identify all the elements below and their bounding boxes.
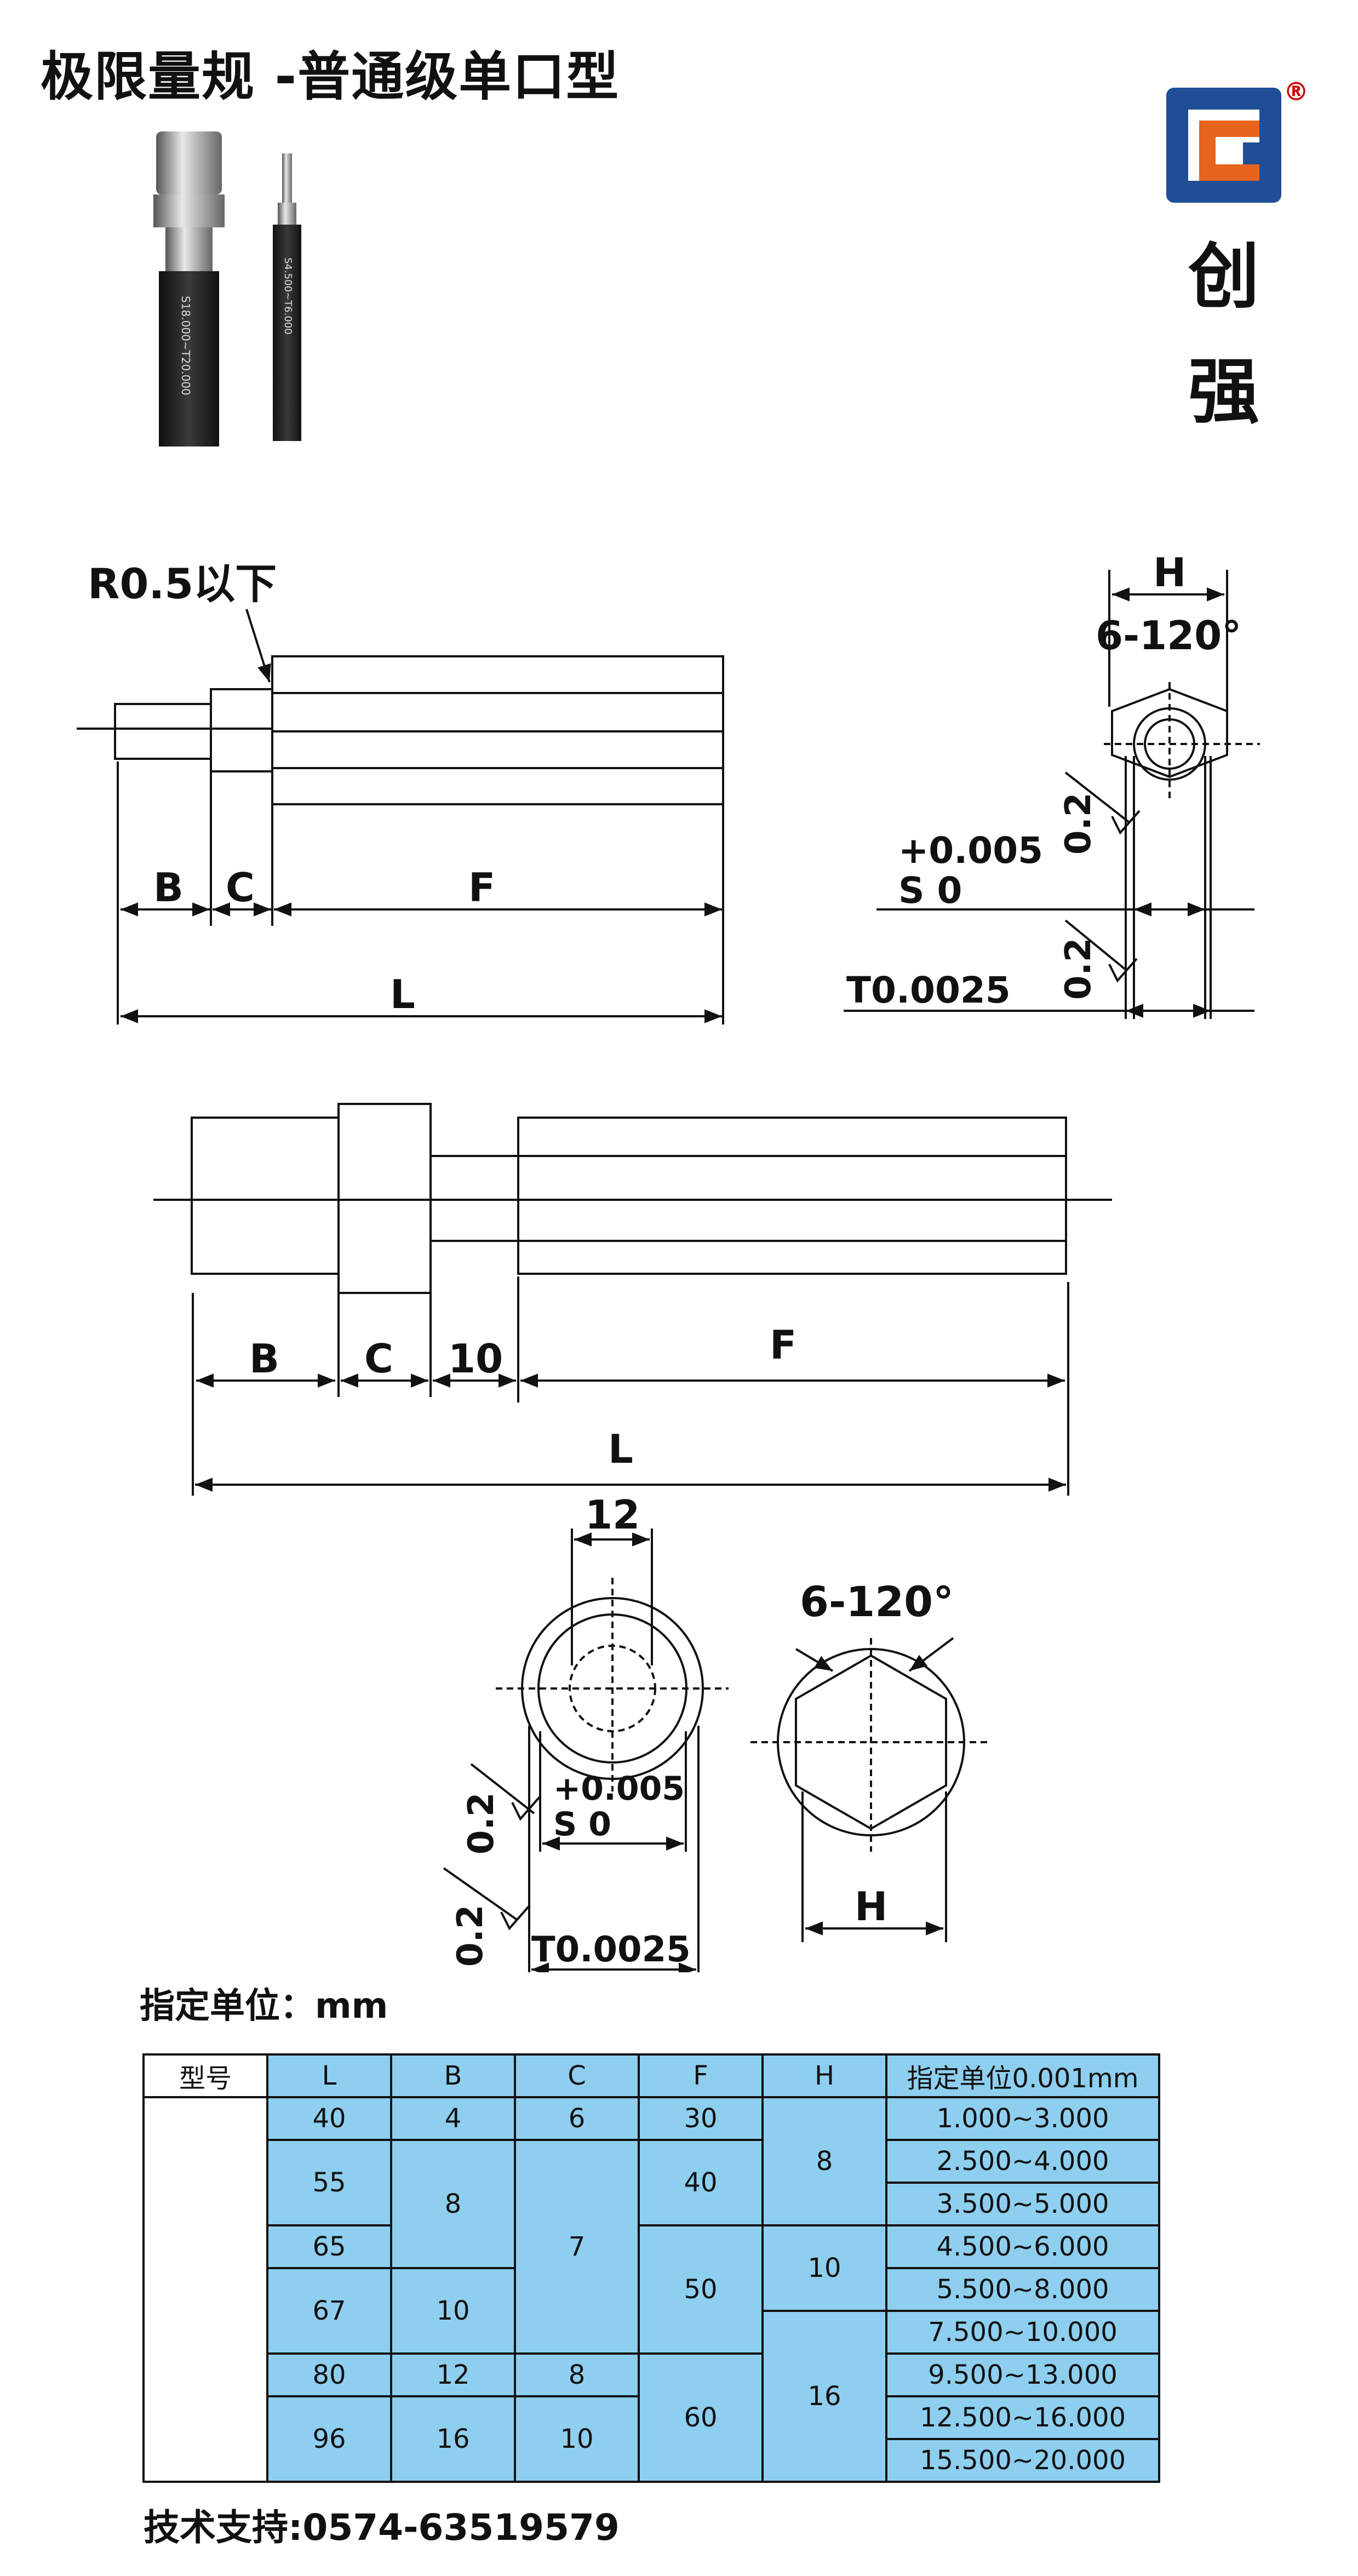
- table-row: 67 10 5.500~8.000: [144, 2267, 1160, 2355]
- table-header-row: 型号 L B C F H 指定单位0.001mm: [142, 2053, 1160, 2098]
- cell-range: 12.500~16.000: [885, 2395, 1160, 2440]
- d1-tol-t: T0.0025: [846, 969, 1011, 1011]
- header-l: L: [266, 2053, 392, 2098]
- cell-f: 60: [638, 2352, 764, 2483]
- model-cell: [142, 2096, 268, 2483]
- d1-f: F: [468, 865, 495, 911]
- cell-range: 1.000~3.000: [885, 2096, 1160, 2141]
- gauge-left-text: S18.000~T20.000: [179, 296, 192, 396]
- tech-support: 技术支持:0574-63519579: [144, 2506, 620, 2549]
- cell-range: 5.500~8.000: [885, 2267, 1160, 2312]
- spec-table: 型号 L B C F H 指定单位0.001mm 40 4 6 30 8 1.0…: [142, 2053, 1160, 2483]
- cell-h: 16: [761, 2310, 887, 2483]
- brand-block: ® 创 强: [1155, 77, 1309, 433]
- d2-angle: 6-120°: [800, 1577, 954, 1626]
- cell-range: 15.500~20.000: [885, 2438, 1160, 2483]
- table-row: 55 8 7 40 2.500~4.000: [144, 2139, 1160, 2355]
- cell-c: 8: [514, 2352, 640, 2397]
- table-row: 16 7.500~10.000: [144, 2310, 1160, 2483]
- cell-b: 12: [390, 2352, 516, 2397]
- table-row: 3.500~5.000: [144, 2182, 1160, 2226]
- brand-char-1: 创: [1188, 235, 1259, 318]
- cell-b: 10: [390, 2267, 516, 2355]
- cell-l: 65: [266, 2224, 392, 2269]
- d2-tol-t: T0.0025: [531, 1930, 691, 1970]
- d1-tol-s: S 0: [898, 869, 962, 912]
- d1-tol-plus: +0.005: [898, 829, 1043, 872]
- d2-tol-s: S 0: [553, 1805, 611, 1844]
- table-row: 80 12 8 60 9.500~13.000: [144, 2352, 1160, 2483]
- d2-ten: 10: [448, 1336, 503, 1382]
- cell-range: 7.500~10.000: [885, 2310, 1160, 2355]
- cell-b: 16: [390, 2395, 516, 2483]
- d1-h: H: [1153, 549, 1186, 596]
- brand-logo: ®: [1161, 77, 1309, 208]
- cell-l: 40: [266, 2096, 392, 2141]
- header-b: B: [390, 2053, 516, 2098]
- d2-rough2: 0.2: [450, 1905, 491, 1967]
- header-h: H: [761, 2053, 887, 2098]
- d2-c: C: [364, 1336, 393, 1382]
- table-row: 40 4 6 30 8 1.000~3.000: [142, 2096, 1160, 2483]
- gauge-right-text: S4.500~T6.000: [282, 257, 294, 335]
- unit-label: 指定单位：mm: [140, 1986, 388, 2027]
- header-f: F: [638, 2053, 764, 2098]
- table-row: 96 16 10 12.500~16.000: [144, 2395, 1160, 2483]
- brand-char-2: 强: [1188, 350, 1259, 433]
- cell-range: 2.500~4.000: [885, 2139, 1160, 2184]
- product-photo: S18.000~T20.000 S4.500~T6.000: [153, 131, 318, 449]
- d2-rough1: 0.2: [461, 1793, 502, 1854]
- technical-drawing: R0.5以下 B C F L H 6-120° 0.2 0.2 +0.005 S…: [77, 549, 1260, 1972]
- d2-tol-plus: +0.005: [553, 1770, 685, 1808]
- d2-f: F: [770, 1322, 797, 1368]
- header-model: 型号: [142, 2053, 268, 2098]
- table-row: 65 50 10 4.500~6.000: [144, 2224, 1160, 2355]
- d1-c: C: [226, 865, 255, 911]
- cell-c: 7: [514, 2139, 640, 2355]
- cell-h: 8: [761, 2096, 887, 2226]
- cell-c: 6: [514, 2096, 640, 2141]
- header-c: C: [514, 2053, 640, 2098]
- d1-l: L: [390, 971, 415, 1017]
- d2-twelve: 12: [585, 1492, 640, 1538]
- registered-mark: ®: [1283, 77, 1309, 106]
- d2-l: L: [608, 1426, 633, 1472]
- cell-l: 80: [266, 2352, 392, 2397]
- cell-c: 10: [514, 2395, 640, 2483]
- cell-f: 50: [638, 2224, 764, 2355]
- cell-b: 8: [390, 2139, 516, 2269]
- d1-angle: 6-120°: [1096, 612, 1241, 659]
- cell-f: 30: [638, 2096, 764, 2141]
- d1-b: B: [153, 865, 184, 911]
- d1-rough2: 0.2: [1058, 938, 1099, 1000]
- header-range: 指定单位0.001mm: [885, 2053, 1160, 2098]
- cell-b: 4: [390, 2096, 516, 2141]
- d2-b: B: [249, 1336, 279, 1382]
- cell-l: 55: [266, 2139, 392, 2226]
- cell-l: 96: [266, 2395, 392, 2483]
- d1-rough1: 0.2: [1058, 793, 1099, 855]
- d2-h: H: [855, 1884, 887, 1930]
- cell-range: 9.500~13.000: [885, 2352, 1160, 2397]
- cell-range: 3.500~5.000: [885, 2182, 1160, 2226]
- d1-note: R0.5以下: [88, 559, 277, 608]
- cell-range: 4.500~6.000: [885, 2224, 1160, 2269]
- table-row: 15.500~20.000: [144, 2438, 1160, 2483]
- page-title: 极限量规 -普通级单口型: [41, 46, 620, 107]
- cell-f: 40: [638, 2139, 764, 2226]
- cell-h: 10: [761, 2224, 887, 2312]
- cell-l: 67: [266, 2267, 392, 2355]
